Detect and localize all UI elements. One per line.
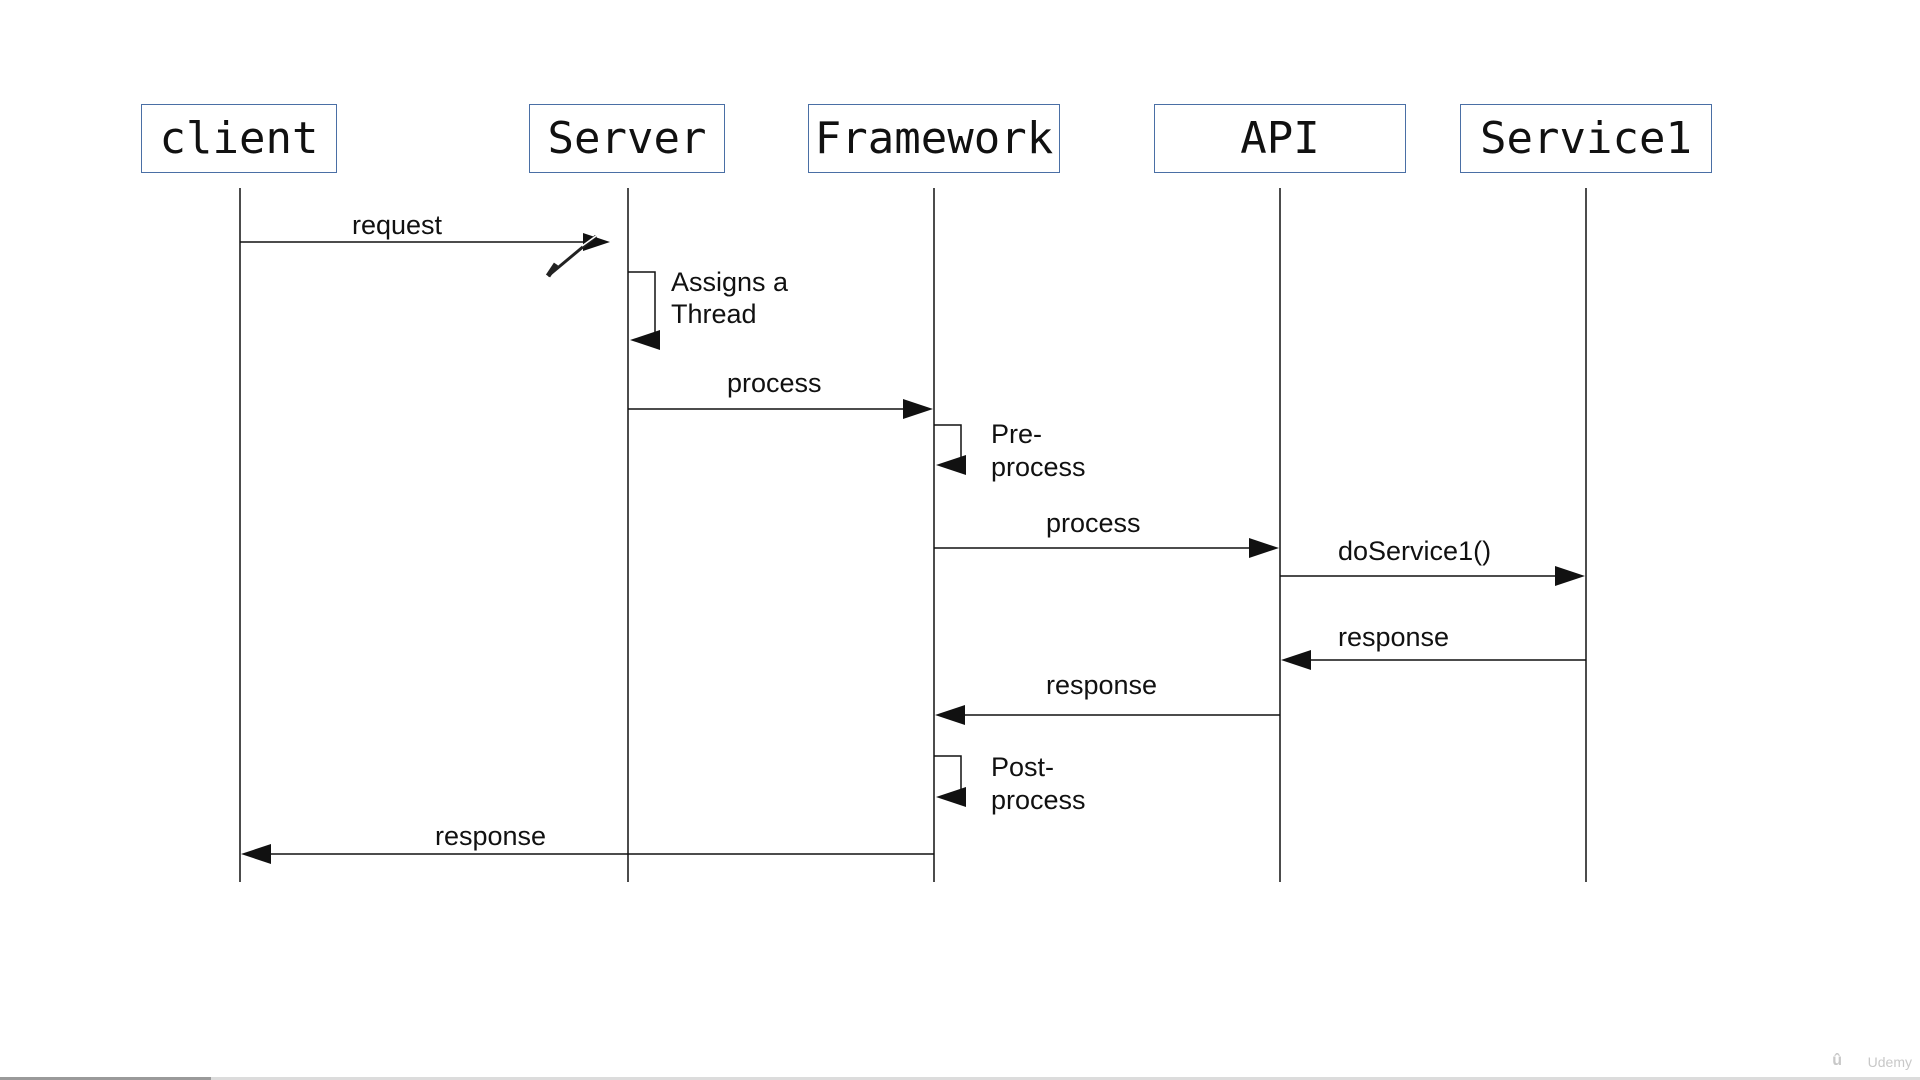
process-framework-label: process <box>727 368 822 398</box>
participant-service1: Service1 <box>1460 104 1712 173</box>
assigns-thread-label-line1: Assigns a <box>671 267 789 297</box>
participant-api: API <box>1154 104 1406 173</box>
video-progress-fill <box>0 1077 212 1080</box>
self-message-assigns-thread: Assigns a Thread <box>628 267 789 350</box>
process-api-label: process <box>1046 508 1141 538</box>
video-progress-bar[interactable] <box>0 1077 1920 1080</box>
doservice1-label: doService1() <box>1338 536 1491 566</box>
message-request-label: request <box>352 210 443 240</box>
participant-client: client <box>141 104 337 173</box>
pen-cursor-icon <box>545 234 597 278</box>
response-api-label: response <box>1338 622 1449 652</box>
udemy-watermark: Udemy <box>1867 1054 1912 1070</box>
self-message-postprocess: Post- process <box>934 752 1086 815</box>
message-response-client: response <box>241 821 934 864</box>
message-process-framework: process <box>628 368 933 419</box>
postprocess-label-line2: process <box>991 785 1086 815</box>
preprocess-label-line1: Pre- <box>991 419 1042 449</box>
message-doservice1: doService1() <box>1280 536 1585 586</box>
message-response-framework: response <box>935 670 1280 725</box>
message-response-api: response <box>1281 622 1586 670</box>
message-process-api: process <box>934 508 1279 558</box>
assigns-thread-label-line2: Thread <box>671 299 757 329</box>
message-request: request <box>240 210 610 251</box>
udemy-logo-icon: û <box>1832 1052 1842 1069</box>
self-message-preprocess: Pre- process <box>934 419 1086 482</box>
response-client-label: response <box>435 821 546 851</box>
response-framework-label: response <box>1046 670 1157 700</box>
participant-framework: Framework <box>808 104 1060 173</box>
postprocess-label-line1: Post- <box>991 752 1054 782</box>
preprocess-label-line2: process <box>991 452 1086 482</box>
participant-server: Server <box>529 104 725 173</box>
